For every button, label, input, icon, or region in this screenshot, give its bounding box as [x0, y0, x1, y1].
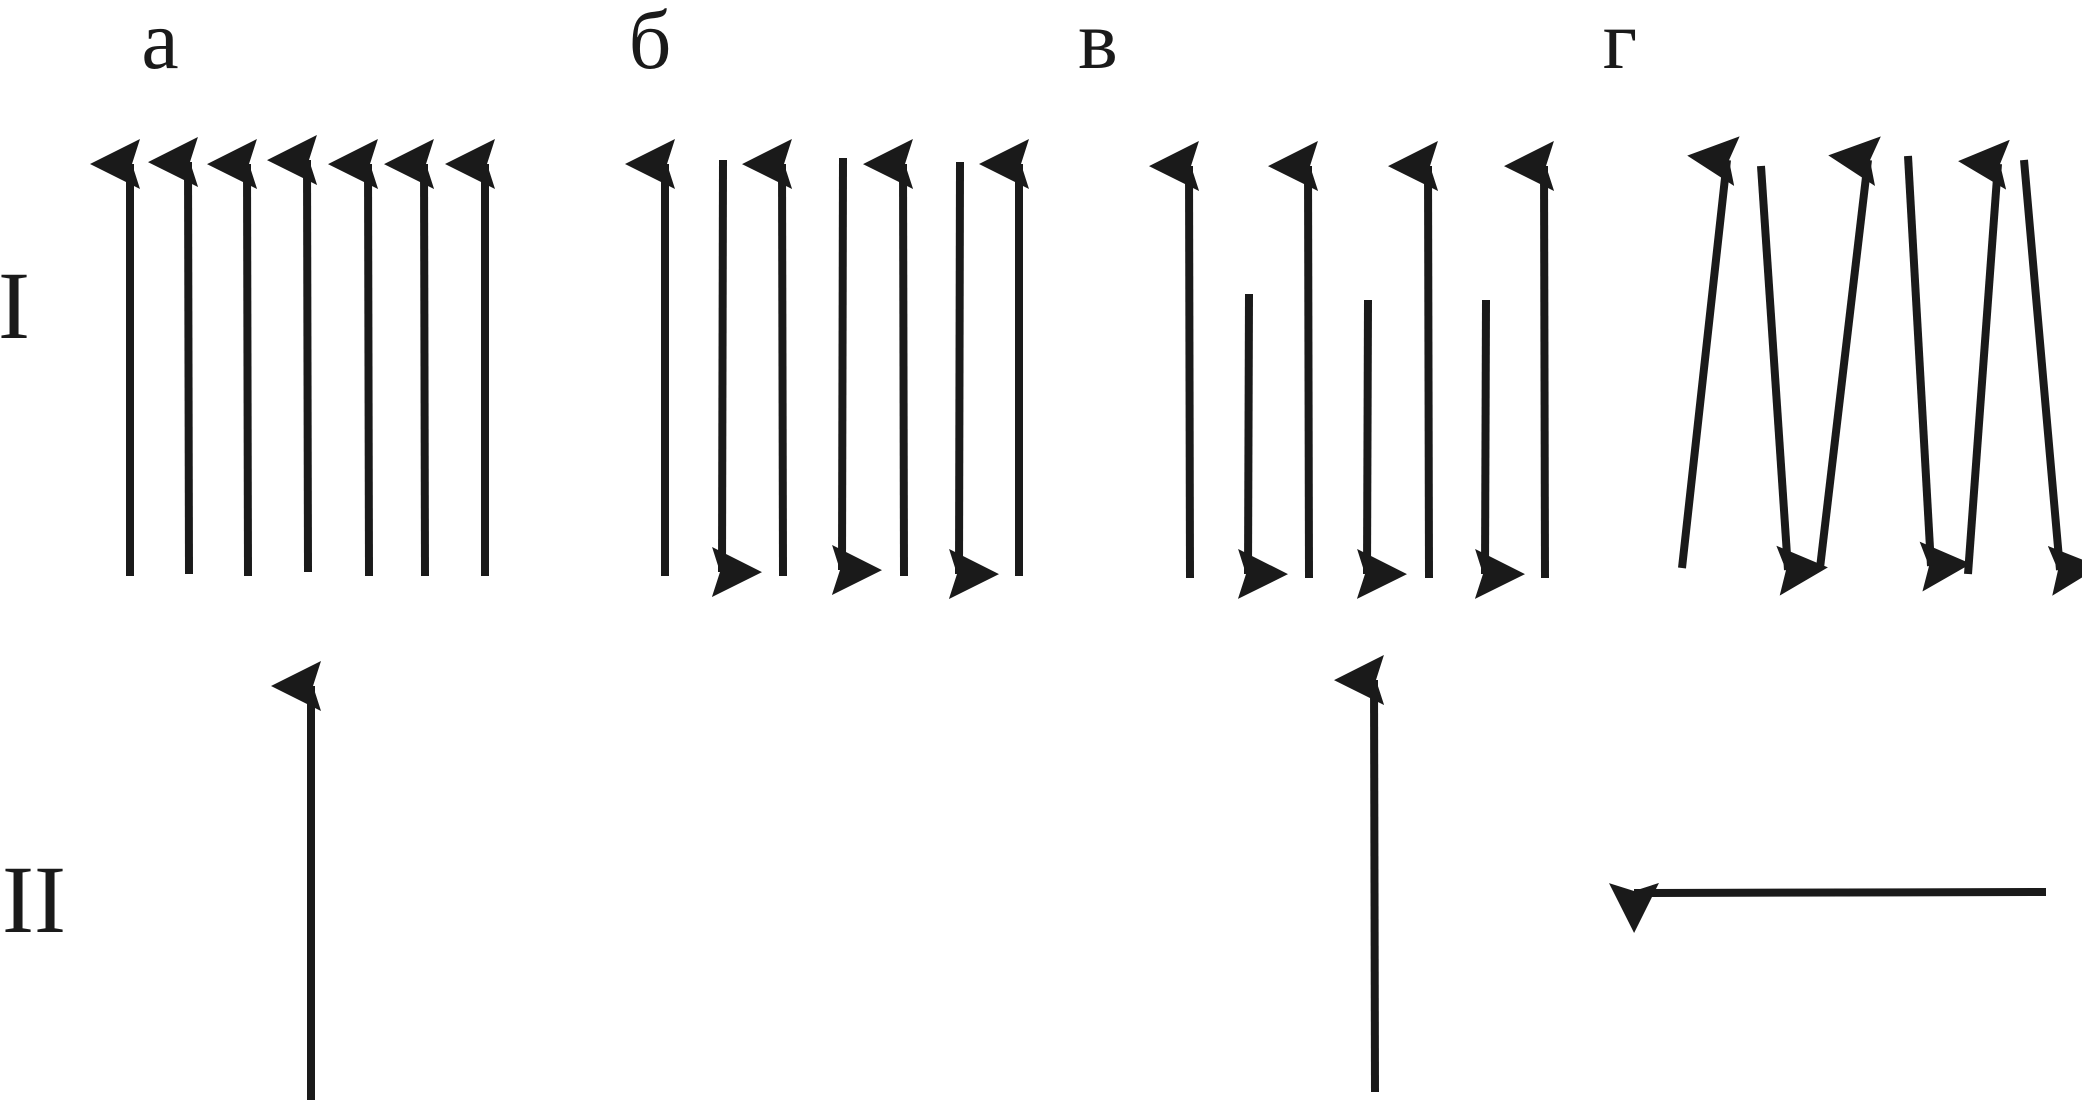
- arrow-row1-g-5: [1958, 139, 2010, 575]
- arrow-row1-v-6: [1474, 299, 1525, 599]
- arrow-row1-g-2: [1757, 165, 1828, 596]
- arrow-row1-a-6: [384, 138, 435, 577]
- column-label-a: а: [141, 0, 178, 87]
- arrow-row1-g-3: [1816, 136, 1881, 569]
- column-label-b: б: [629, 0, 672, 87]
- arrow-row1-b-3: [742, 138, 793, 577]
- arrow-row2-g: [1608, 882, 2047, 933]
- arrow-row1-v-5: [1388, 140, 1439, 579]
- arrow-row1-v-3: [1268, 140, 1319, 579]
- arrow-row1-a-2: [148, 136, 199, 575]
- arrow-row1-g-1: [1678, 136, 1740, 569]
- arrow-row1-b-2: [711, 159, 762, 597]
- row-label-II: II: [2, 846, 66, 953]
- arrow-row1-g-6: [2020, 159, 2082, 596]
- column-label-g: г: [1603, 0, 1637, 87]
- arrow-group: [90, 134, 2082, 1100]
- arrow-row1-v-1: [1149, 140, 1200, 579]
- arrow-row1-v-2: [1237, 293, 1288, 599]
- arrow-row2-v: [1334, 654, 1385, 1093]
- arrow-row1-a-3: [207, 138, 258, 577]
- arrow-row1-v-7: [1504, 140, 1555, 579]
- arrow-row1-b-4: [831, 157, 882, 595]
- arrow-row1-b-5: [863, 138, 914, 577]
- arrow-row1-a-5: [328, 138, 379, 577]
- row-label-I: I: [0, 252, 30, 359]
- arrow-row1-b-6: [948, 161, 999, 599]
- arrow-row1-v-4: [1356, 299, 1407, 599]
- arrow-row1-a-4: [267, 134, 318, 573]
- column-label-v: в: [1078, 0, 1118, 87]
- arrow-row1-g-4: [1904, 155, 1971, 592]
